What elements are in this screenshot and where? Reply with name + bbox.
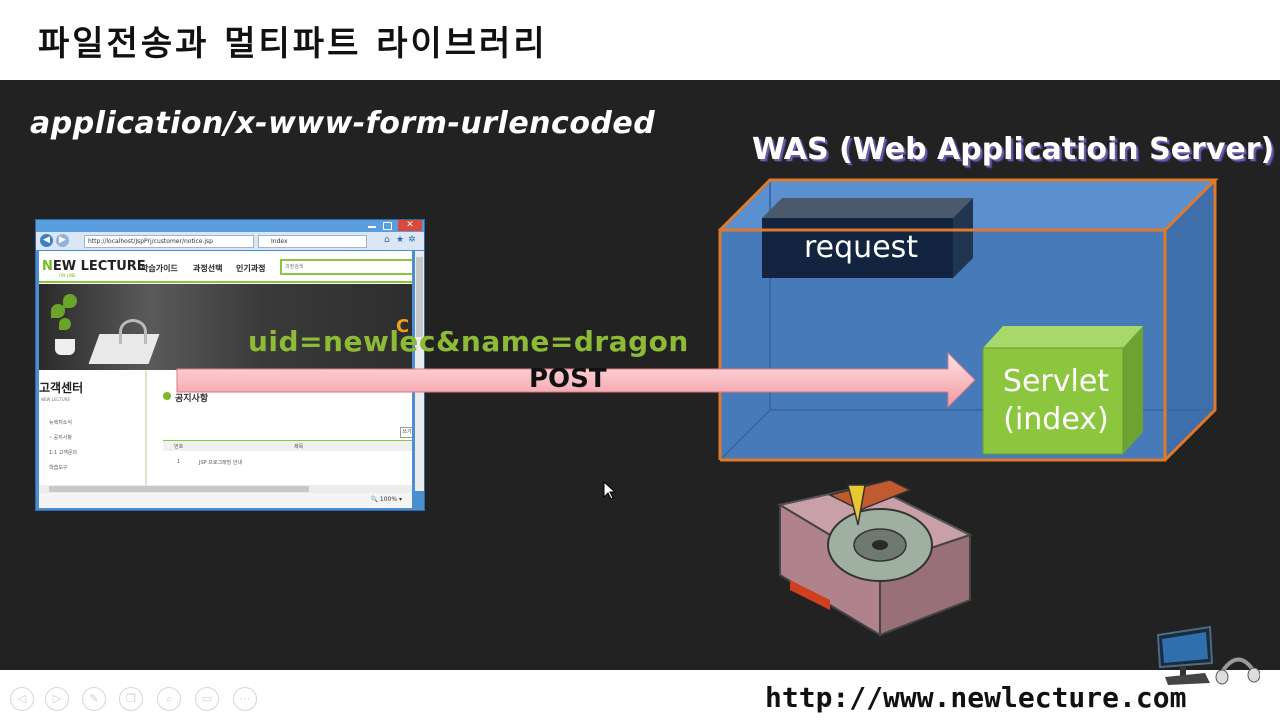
home-icon[interactable]: ⌂ [384,235,390,245]
side-sub: NEW LECTURE [41,397,70,402]
servlet-block-side [1123,326,1143,454]
write-button[interactable]: 쓰기 [400,427,412,438]
forward-icon[interactable]: ▶ [56,234,69,247]
table-top-line [163,440,412,441]
zoom-level[interactable]: 🔍 100% ▾ [370,496,402,503]
browser-tab[interactable]: Index [258,235,367,248]
hscroll-thumb[interactable] [49,486,309,492]
request-label: request [804,230,919,265]
subtitles-icon[interactable]: ▭ [195,687,219,711]
servlet-sub: (index) [1003,402,1109,437]
content-divider [145,371,147,491]
minimize-icon[interactable] [368,226,376,228]
side-item-tools[interactable]: 학습도구 [49,465,68,471]
was-box-side [1165,180,1215,460]
zoom-icon[interactable]: ⌕ [157,687,181,711]
param-overlap-char: C [396,316,410,337]
menu-item-popular[interactable]: 인기과정 [236,264,266,273]
was-box-right-edge [1163,180,1217,462]
arrow-shape [176,351,976,409]
prev-slide-icon[interactable]: ◁ [10,687,34,711]
servlet-block-top [983,326,1143,348]
content-type-heading: application/x-www-form-urlencoded [30,106,656,141]
horizontal-scrollbar[interactable] [39,485,412,493]
bullet-icon: • [49,435,54,441]
slide-title: 파일전송과 멀티파트 라이브러리 [38,24,548,64]
side-title: 고객센터 [39,381,84,395]
servlet-name: Servlet [1002,364,1110,399]
menu-item-course[interactable]: 과정선택 [193,264,223,273]
request-block-side [953,198,973,278]
post-method-label: POST [529,364,607,394]
status-bar: 🔍 100% ▾ [39,493,412,508]
was-title: WAS (Web Applicatioin Server) [752,132,1275,167]
servlet-label: Servlet (index) [996,363,1116,439]
request-block-top [762,198,973,218]
plant-leaf-2-icon [59,318,71,330]
settings-icon[interactable]: ✲ [408,235,416,245]
address-bar[interactable]: http://localhost/JspPrj/customer/notice.… [84,235,254,248]
speech-bubble-icon [163,392,171,400]
browser-titlebar: ✕ [36,220,424,232]
footer-bar: ◁ ▷ ✎ ❐ ⌕ ▭ ⋯ http://www.newlecture.com [0,625,1280,720]
table-row: 1 [177,459,181,465]
table-header [163,441,412,451]
side-item-notice[interactable]: • 공지사항 [49,435,72,441]
footer-url: http://www.newlecture.com [765,681,1187,714]
notice-title: 공지사항 [175,394,209,404]
side-item-news[interactable]: 뉴렉처소식 [49,420,73,426]
col-title: 제목 [294,444,304,450]
more-options-icon[interactable]: ⋯ [233,687,257,711]
was-box-back-diag [719,409,771,461]
was-diagram [718,178,1219,462]
computer-headset-icon [1156,625,1260,685]
col-number: 번호 [174,444,184,450]
back-icon[interactable]: ◀ [40,234,53,247]
close-icon[interactable]: ✕ [398,220,422,231]
search-input[interactable]: 과정검색 [280,259,412,275]
site-logo[interactable]: NEW LECTURE [42,259,146,274]
pen-icon[interactable]: ✎ [82,687,106,711]
pot-icon [55,339,75,355]
plant-leaf-icon [63,294,77,308]
side-item-inquiry[interactable]: 1:1 고객문의 [49,450,78,456]
favorites-icon[interactable]: ★ [396,235,405,245]
next-slide-icon[interactable]: ▷ [45,687,69,711]
slides-icon[interactable]: ❐ [119,687,143,711]
header-divider [39,281,412,283]
request-params: uid=newlec&name=dragon [248,325,689,358]
scroll-thumb[interactable] [416,257,423,337]
headset-icon [119,319,147,344]
post-arrow [176,351,976,409]
hard-drive-icon [777,479,973,637]
was-box-top-edge [718,178,1219,232]
maximize-icon[interactable] [383,222,392,230]
browser-navbar: ◀ ▶ http://localhost/JspPrj/customer/not… [36,232,424,250]
table-row-title[interactable]: JSP 프로그래밍 안내 [199,460,243,466]
plant-icon [51,304,65,318]
logo-sub: ON-LINE [59,273,76,278]
servlet-block [982,347,1124,455]
menu-item-guide[interactable]: 학습가이드 [141,264,178,273]
mouse-cursor-icon [603,481,617,500]
hero-banner [39,284,412,370]
slide-canvas: application/x-www-form-urlencoded WAS (W… [0,80,1280,670]
title-bar: 파일전송과 멀티파트 라이브러리 [0,0,1280,80]
request-block [762,218,953,278]
